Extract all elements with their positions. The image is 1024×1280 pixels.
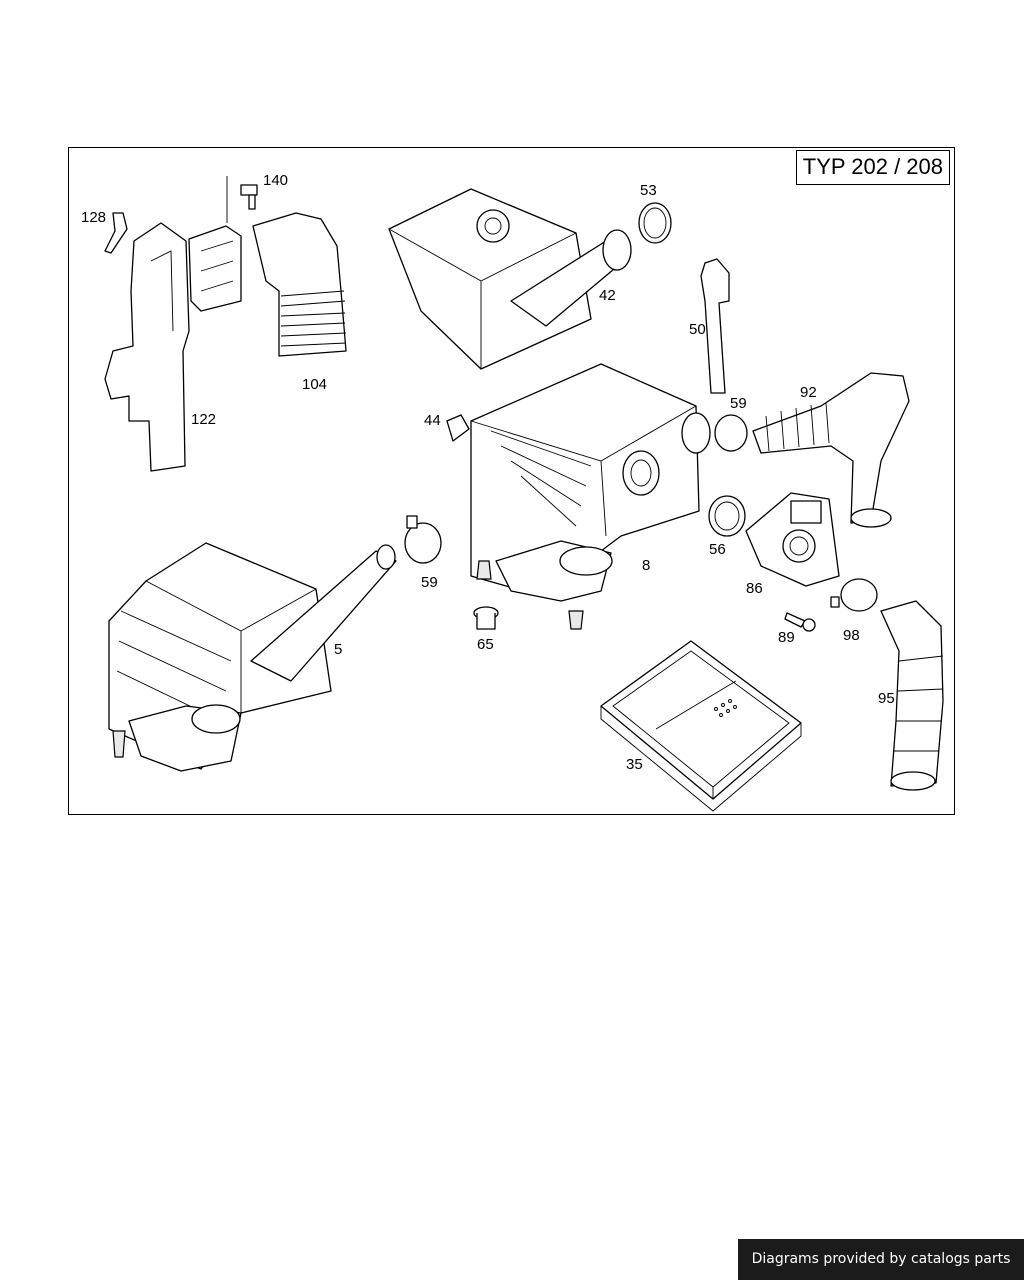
part-92-hose bbox=[752, 372, 910, 528]
part-56-ring bbox=[708, 495, 746, 537]
part-8-air-filter-housing bbox=[470, 363, 700, 630]
part-50-strap bbox=[700, 258, 730, 394]
part-59-clamp-upper bbox=[681, 412, 748, 454]
callout-128: 128 bbox=[81, 209, 107, 226]
callout-89: 89 bbox=[778, 629, 795, 646]
credit-banner[interactable]: Diagrams provided by catalogs parts bbox=[738, 1239, 1024, 1280]
callout-59-lower: 59 bbox=[421, 574, 438, 591]
part-65-grommet bbox=[473, 606, 499, 630]
callout-42: 42 bbox=[599, 287, 616, 304]
callout-35: 35 bbox=[626, 756, 643, 773]
exploded-view-drawing bbox=[104, 176, 944, 812]
part-53-ring bbox=[638, 202, 672, 244]
part-122-bracket bbox=[104, 222, 242, 472]
part-5-housing-assembly bbox=[108, 542, 397, 772]
callout-5: 5 bbox=[334, 641, 343, 658]
part-86-throttle-body bbox=[745, 492, 840, 587]
type-label-box: TYP 202 / 208 bbox=[795, 150, 950, 185]
credit-text: Diagrams provided by catalogs parts bbox=[751, 1251, 1011, 1267]
callout-8: 8 bbox=[642, 557, 651, 574]
callout-92: 92 bbox=[800, 384, 817, 401]
part-59-clamp-lower bbox=[404, 515, 442, 564]
type-label: TYP 202 / 208 bbox=[802, 154, 943, 179]
part-95-hose bbox=[880, 600, 944, 791]
callout-53: 53 bbox=[640, 182, 657, 199]
callout-95: 95 bbox=[878, 690, 895, 707]
part-35-filter-element bbox=[600, 640, 802, 812]
callout-50: 50 bbox=[689, 321, 706, 338]
callout-56: 56 bbox=[709, 541, 726, 558]
callout-140: 140 bbox=[263, 172, 289, 189]
part-89-bolt bbox=[784, 612, 816, 632]
part-140-fastener bbox=[226, 176, 258, 223]
part-42-upper-housing bbox=[388, 188, 632, 370]
callout-59-upper: 59 bbox=[730, 395, 747, 412]
parts-diagram-frame: TYP 202 / 208 140 128 104 122 53 42 50 5… bbox=[68, 147, 955, 815]
callout-86: 86 bbox=[746, 580, 763, 597]
part-104-intake-boot bbox=[252, 212, 347, 357]
part-128-clip bbox=[104, 212, 128, 254]
callout-44: 44 bbox=[424, 412, 441, 429]
callout-98: 98 bbox=[843, 627, 860, 644]
callout-65: 65 bbox=[477, 636, 494, 653]
filter-mesh-dots bbox=[714, 699, 737, 717]
part-98-clamp bbox=[830, 578, 878, 612]
callout-122: 122 bbox=[191, 411, 217, 428]
part-44-clip bbox=[446, 414, 470, 442]
callout-104: 104 bbox=[302, 376, 328, 393]
